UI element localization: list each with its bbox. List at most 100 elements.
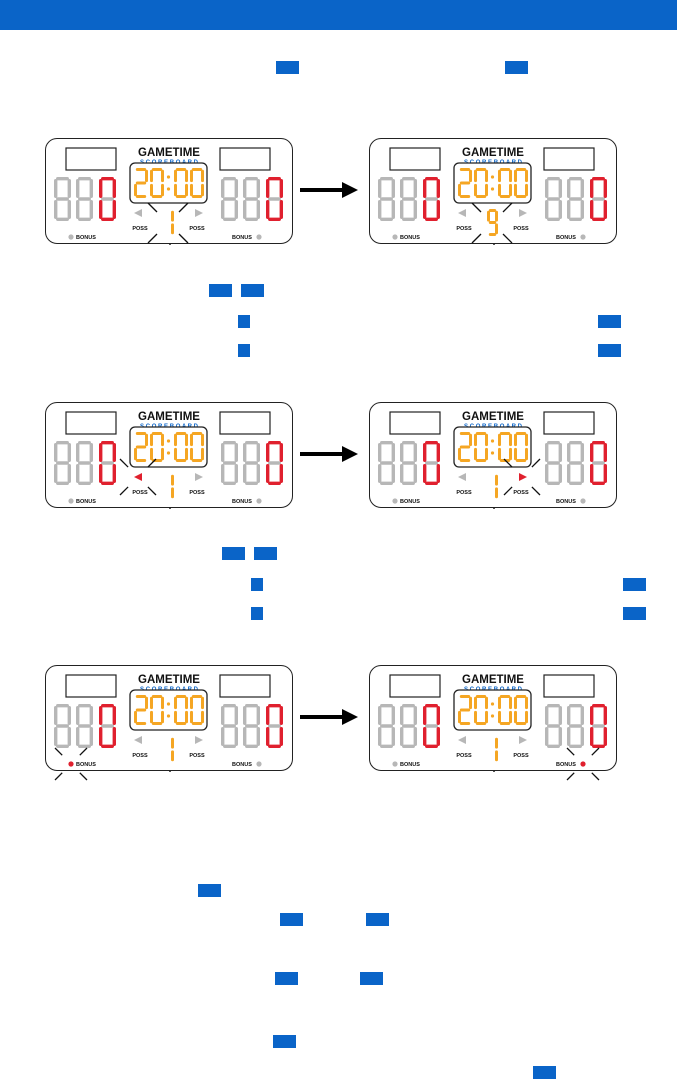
clock-digit — [514, 168, 528, 198]
bonus-home-light-icon — [68, 761, 74, 767]
guest-score-digit — [243, 704, 260, 748]
center-mark — [493, 243, 495, 245]
home-score-digit — [76, 441, 93, 485]
bonus-home-light-icon — [68, 498, 74, 504]
clock-digit — [174, 168, 188, 198]
brand-logo: GAMETIME — [462, 147, 524, 159]
brand-logo: GAMETIME — [462, 411, 524, 423]
scoreboard-graphic: GAMETIMES C O R E B O A R DPOSSPOSSBONUS… — [378, 147, 607, 245]
poss-guest-arrow-icon — [195, 473, 203, 481]
flash-indicator — [119, 458, 157, 496]
home-score-digit — [423, 441, 440, 485]
guest-score-digit — [243, 441, 260, 485]
clock-colon — [490, 187, 495, 191]
guest-score-digit — [266, 177, 283, 221]
bonus-home-light-icon — [68, 234, 74, 240]
poss-home-arrow-icon — [458, 209, 466, 217]
center-mark — [493, 770, 495, 772]
guest-name-panel — [219, 674, 271, 698]
clock-colon — [166, 714, 171, 718]
bonus-home-light-icon — [392, 498, 398, 504]
home-score-digit — [378, 441, 395, 485]
home-score-digit — [423, 177, 440, 221]
home-score-digit — [76, 704, 93, 748]
poss-guest-label: POSS — [513, 490, 529, 496]
poss-guest-label: POSS — [189, 226, 205, 232]
clock-digit — [498, 695, 512, 725]
key-marker — [198, 884, 221, 897]
clock-digit — [190, 168, 204, 198]
poss-home-arrow-icon — [134, 473, 142, 481]
clock-digit — [474, 695, 488, 725]
scoreboard-poss-after: GAMETIMES C O R E B O A R DPOSSPOSSBONUS… — [369, 402, 617, 509]
brand-logo: GAMETIME — [138, 674, 200, 686]
scoreboard-graphic: GAMETIMES C O R E B O A R DPOSSPOSSBONUS… — [54, 411, 283, 509]
poss-guest-label: POSS — [513, 753, 529, 759]
clock-digit — [458, 168, 472, 198]
home-score-digit — [54, 441, 71, 485]
poss-guest-label: POSS — [189, 753, 205, 759]
clock-digit — [150, 168, 164, 198]
key-marker — [360, 972, 383, 985]
scoreboard-poss-before: GAMETIMES C O R E B O A R DPOSSPOSSBONUS… — [45, 402, 293, 509]
home-score-digit — [99, 704, 116, 748]
arrow-right-icon — [300, 709, 358, 725]
clock-colon — [490, 175, 495, 179]
guest-score-digit — [590, 704, 607, 748]
home-score-digit — [423, 704, 440, 748]
home-name-panel — [389, 147, 441, 171]
clock-digit — [174, 432, 188, 462]
flash-indicator — [566, 747, 600, 781]
key-marker — [280, 913, 303, 926]
bonus-guest-light-icon — [580, 234, 586, 240]
poss-guest-arrow-icon — [195, 736, 203, 744]
clock-digit — [150, 695, 164, 725]
home-score-digit — [378, 177, 395, 221]
guest-name-panel — [543, 147, 595, 171]
bonus-guest-label: BONUS — [232, 499, 252, 505]
clock-colon — [166, 702, 171, 706]
key-marker — [275, 972, 298, 985]
guest-score-digit — [221, 177, 238, 221]
poss-guest-label: POSS — [189, 490, 205, 496]
guest-name-panel — [543, 411, 595, 435]
key-marker — [222, 547, 245, 560]
poss-home-label: POSS — [132, 753, 148, 759]
key-marker — [598, 344, 621, 357]
bonus-guest-label: BONUS — [232, 762, 252, 768]
flash-indicator — [54, 747, 88, 781]
clock-digit — [474, 168, 488, 198]
clock-digit — [498, 168, 512, 198]
guest-score-digit — [567, 177, 584, 221]
bonus-guest-light-icon — [580, 498, 586, 504]
home-score-digit — [99, 177, 116, 221]
brand-logo: GAMETIME — [138, 411, 200, 423]
key-marker — [366, 913, 389, 926]
poss-home-arrow-icon — [458, 473, 466, 481]
poss-home-label: POSS — [132, 226, 148, 232]
poss-guest-arrow-icon — [519, 736, 527, 744]
clock-colon — [166, 175, 171, 179]
bonus-home-label: BONUS — [400, 235, 420, 241]
clock-colon — [490, 439, 495, 443]
home-score-digit — [54, 177, 71, 221]
brand-logo: GAMETIME — [462, 674, 524, 686]
key-marker — [251, 578, 263, 591]
guest-score-digit — [590, 177, 607, 221]
period-digit — [495, 737, 498, 762]
clock-colon — [166, 187, 171, 191]
bonus-guest-label: BONUS — [556, 235, 576, 241]
home-name-panel — [65, 674, 117, 698]
clock-digit — [190, 432, 204, 462]
key-marker — [505, 61, 528, 74]
bonus-guest-light-icon — [580, 761, 586, 767]
scoreboard-period-after: GAMETIMES C O R E B O A R DPOSSPOSSBONUS… — [369, 138, 617, 245]
clock-digit — [458, 432, 472, 462]
clock-digit — [514, 432, 528, 462]
key-marker — [533, 1066, 556, 1079]
home-name-panel — [389, 674, 441, 698]
clock-digit — [498, 432, 512, 462]
clock-colon — [166, 439, 171, 443]
key-marker — [273, 1035, 296, 1048]
clock-colon — [490, 714, 495, 718]
